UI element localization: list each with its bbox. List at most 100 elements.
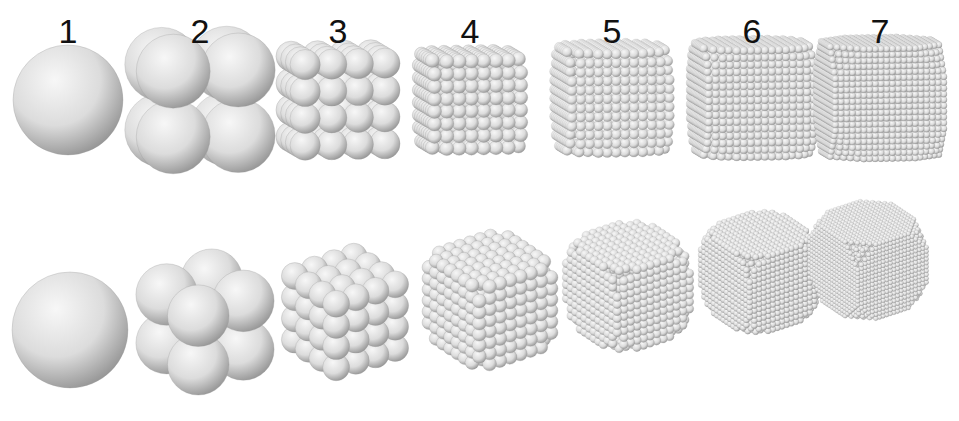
- sphere: [654, 47, 664, 57]
- sphere: [647, 102, 657, 112]
- sphere: [602, 49, 612, 59]
- sphere: [452, 79, 466, 93]
- sphere: [477, 116, 491, 130]
- sphere: [647, 75, 657, 85]
- sphere: [477, 54, 491, 68]
- sphere: [489, 54, 503, 68]
- sphere: [585, 76, 595, 86]
- sphere: [593, 139, 603, 149]
- sphere: [452, 129, 466, 143]
- sphere: [585, 112, 595, 122]
- sphere: [567, 77, 577, 87]
- sphere: [452, 67, 466, 81]
- sphere: [629, 147, 639, 157]
- sphere: [611, 147, 621, 157]
- sphere: [655, 93, 665, 103]
- sphere: [647, 84, 657, 94]
- sphere: [452, 92, 466, 106]
- sphere: [514, 90, 528, 104]
- oblique-view-cluster: [422, 229, 558, 371]
- sphere: [567, 112, 577, 122]
- sphere: [620, 147, 630, 157]
- sphere: [464, 116, 478, 130]
- sphere: [501, 66, 515, 80]
- sphere: [343, 75, 373, 105]
- sphere: [576, 139, 586, 149]
- sphere: [629, 93, 639, 103]
- sphere: [620, 58, 630, 68]
- sphere: [464, 104, 478, 118]
- sphere: [611, 121, 621, 131]
- oblique-view-cluster: [12, 272, 128, 388]
- sphere: [425, 54, 439, 68]
- sphere: [585, 85, 595, 95]
- sphere: [602, 67, 612, 77]
- sphere: [593, 112, 603, 122]
- sphere: [477, 66, 491, 80]
- sphere: [602, 85, 612, 95]
- sphere: [593, 85, 603, 95]
- sphere: [647, 120, 657, 130]
- sphere: [440, 142, 454, 156]
- sphere: [629, 58, 639, 68]
- sphere: [489, 116, 503, 130]
- sphere: [136, 100, 210, 174]
- sphere: [576, 130, 586, 140]
- sphere: [655, 120, 665, 130]
- sphere: [583, 48, 593, 58]
- sphere: [593, 121, 603, 131]
- sphere: [611, 103, 621, 113]
- sphere: [489, 91, 503, 105]
- sphere: [465, 278, 479, 292]
- sphere: [629, 66, 639, 76]
- sphere: [452, 54, 466, 68]
- sphere: [647, 57, 657, 67]
- sphere: [440, 129, 454, 143]
- sphere: [452, 116, 466, 130]
- sphere: [440, 92, 454, 106]
- sphere: [370, 75, 400, 105]
- sphere: [647, 93, 657, 103]
- sphere: [501, 53, 515, 67]
- sphere: [317, 49, 347, 79]
- sphere: [638, 111, 648, 121]
- sphere: [629, 111, 639, 121]
- sphere: [565, 138, 575, 148]
- sphere: [638, 93, 648, 103]
- sphere: [452, 104, 466, 118]
- sphere: [611, 49, 621, 59]
- sphere: [655, 57, 665, 67]
- sphere: [655, 66, 665, 76]
- sphere: [501, 91, 515, 105]
- sphere: [323, 290, 350, 317]
- sphere: [290, 76, 320, 106]
- sphere: [472, 294, 486, 308]
- sphere: [602, 103, 612, 113]
- sphere: [647, 66, 657, 76]
- sphere: [440, 55, 454, 69]
- sphere: [655, 129, 665, 139]
- sphere: [477, 141, 491, 155]
- sphere: [317, 103, 347, 133]
- sphere: [514, 128, 528, 142]
- sphere: [489, 66, 503, 80]
- sphere: [464, 91, 478, 105]
- sphere: [593, 148, 603, 158]
- sphere: [477, 128, 491, 142]
- sphere: [562, 47, 572, 57]
- sphere: [464, 67, 478, 81]
- sphere: [593, 67, 603, 77]
- sphere: [620, 94, 630, 104]
- sphere: [629, 75, 639, 85]
- sphere: [629, 102, 639, 112]
- sphere: [611, 112, 621, 122]
- sphere: [514, 103, 528, 117]
- sphere: [317, 76, 347, 106]
- sphere: [585, 58, 595, 68]
- sphere: [655, 111, 665, 121]
- sphere: [440, 104, 454, 118]
- sphere: [602, 121, 612, 131]
- sphere: [638, 84, 648, 94]
